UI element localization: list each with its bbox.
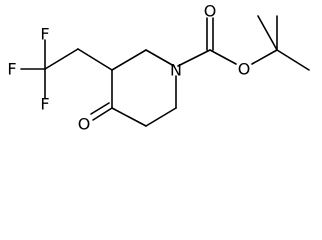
atom-labels: F F F N O O O	[7, 2, 250, 134]
bonds	[20, 15, 310, 127]
atom-f-left: F	[7, 60, 16, 79]
atom-o-carbonyl: O	[204, 2, 217, 21]
bond-n-carbonyl	[177, 49, 211, 67]
bond-c2-n	[145, 49, 175, 67]
bond-cq-methyl-left	[257, 15, 278, 51]
bond-o-ester-cq	[251, 49, 278, 65]
atom-f-bottom: F	[40, 95, 49, 114]
bond-ketone-2	[90, 102, 110, 115]
atom-o-ketone: O	[78, 115, 91, 134]
bond-c3-c2	[111, 49, 147, 71]
bond-c5-c4	[111, 107, 147, 127]
bond-ketone-1	[92, 107, 113, 121]
atom-n-ring: N	[170, 61, 182, 80]
bond-ch2-c3	[77, 48, 113, 71]
bond-carbonyl-o-ester	[209, 49, 237, 65]
atom-o-ester: O	[238, 60, 251, 79]
bond-cf3-ch2	[44, 48, 79, 70]
bond-c6-c5	[145, 107, 177, 127]
atom-f-top: F	[40, 25, 49, 44]
bond-cq-methyl-right	[276, 49, 310, 71]
molecule-structure: F F F N O O O	[7, 2, 310, 134]
